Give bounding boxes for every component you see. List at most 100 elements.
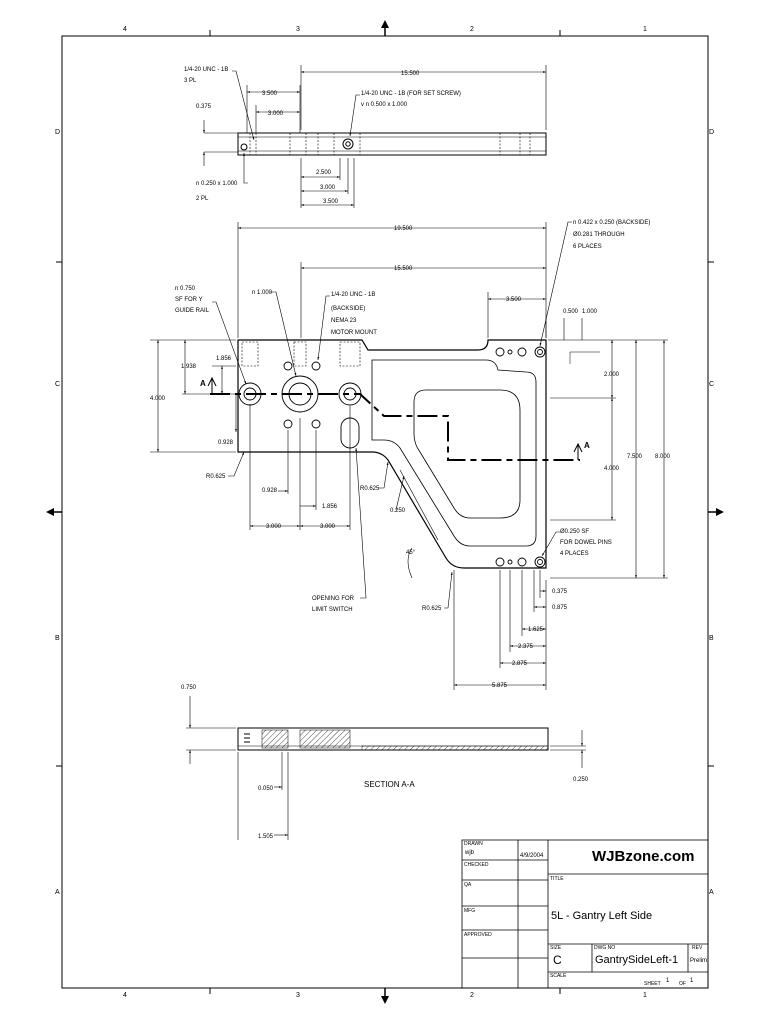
zone-row-right-b: B — [709, 635, 714, 642]
tb-company: WJBzone.com — [592, 848, 695, 865]
dim-1625: 1.625 — [528, 627, 544, 633]
callout-motor-3: NEMA 23 — [331, 318, 357, 324]
tb-drawn-label: DRAWN — [464, 841, 483, 847]
title-block-grid — [461, 839, 709, 989]
zone-col-bottom-1: 1 — [643, 992, 647, 999]
callout-motor-1: 1/4-20 UNC - 1B — [331, 292, 375, 298]
callout-bore: n 1.000 — [252, 290, 273, 296]
tb-title-label: TITLE — [550, 876, 564, 882]
dim-1856b: 1.856 — [322, 504, 338, 510]
section-marker-right: A — [584, 441, 590, 450]
callout-motor-4: MOTOR MOUNT — [331, 330, 377, 336]
center-mark-bottom — [381, 996, 389, 1004]
top-view-part-outline — [203, 120, 547, 166]
callout-holes-1: n 0.422 x 0.250 (BACKSIDE) — [573, 220, 650, 226]
callout-holes-3: 6 PLACES — [573, 244, 602, 250]
dim-0375: 0.375 — [552, 589, 568, 595]
top-dim-c: 2.500 — [316, 170, 332, 176]
zone-row-left-d: D — [55, 129, 60, 136]
zone-labels: 4 3 2 1 4 3 2 1 D C B A D C B A — [55, 26, 714, 999]
top-callout-thread-qty: 3 PL — [184, 78, 197, 84]
callout-dowel-1: Ø0.250 SF — [560, 529, 589, 535]
section-arrows — [207, 376, 583, 460]
center-mark-left — [46, 508, 54, 516]
callout-switch-2: LIMIT SWITCH — [312, 607, 353, 613]
top-callout-setscrew: 1/4-20 UNC - 1B (FOR SET SCREW) — [361, 91, 461, 97]
dim-r0625c: R0.625 — [422, 606, 442, 612]
dim-45: 45° — [406, 550, 416, 556]
callout-switch-1: OPENING FOR — [312, 596, 355, 602]
section-dim-0250: 0.250 — [573, 777, 589, 783]
zone-col-bottom-4: 4 — [123, 992, 127, 999]
front-view-inner-cutout — [413, 389, 521, 519]
zone-row-left-a: A — [55, 889, 60, 896]
top-callout-hole: n 0.250 x 1.000 — [196, 181, 238, 187]
tb-sheet-total: 1 — [690, 978, 694, 984]
callout-holes-2: Ø0.281 THROUGH — [573, 232, 625, 238]
dim-r0625b: R0.625 — [360, 486, 380, 492]
dim-2875: 2.875 — [512, 661, 528, 667]
callout-rail-3: GUIDE RAIL — [175, 308, 210, 314]
tb-size: C — [553, 953, 562, 967]
center-mark-top — [381, 20, 389, 28]
callout-rail-2: SF FOR Y — [175, 297, 203, 303]
tb-drawn-date: 4/9/2004 — [520, 853, 544, 859]
section-view-dimension-lines — [186, 696, 586, 840]
zone-col-top-1: 1 — [643, 26, 647, 33]
tb-checked-label: CHECKED — [464, 862, 489, 868]
tb-qa-label: QA — [464, 882, 472, 888]
zone-row-right-c: C — [709, 381, 714, 388]
tb-rev-label: REV — [692, 945, 703, 951]
section-view: 0.750 0.050 1.505 0.250 SECTION A-A — [181, 685, 589, 840]
front-view-holes — [238, 341, 546, 568]
top-view-dimension-lines — [232, 65, 547, 208]
dim-0928b: 0.928 — [262, 488, 278, 494]
section-dim-0750: 0.750 — [181, 685, 197, 691]
front-view-dimension-lines — [150, 221, 668, 690]
dim-3500: 3.500 — [506, 297, 522, 303]
dim-4000-left: 4.000 — [150, 396, 166, 402]
tb-rev: Prelim — [690, 958, 708, 964]
section-dim-1505: 1.505 — [258, 834, 274, 840]
dim-1856a: 1.856 — [216, 356, 232, 362]
top-dim-e: 3.500 — [323, 199, 339, 205]
dim-8000: 8.000 — [655, 454, 671, 460]
tb-sheet-num: 1 — [666, 978, 670, 984]
callout-dowel-3: 4 PLACES — [560, 551, 589, 557]
center-mark-right — [716, 508, 724, 516]
front-view-part-outline — [237, 339, 547, 569]
dim-0928a: 0.928 — [218, 440, 234, 446]
dim-1938: 1.938 — [181, 364, 197, 370]
zone-col-top-3: 3 — [296, 26, 300, 33]
dim-3000a: 3.000 — [266, 524, 282, 530]
section-title: SECTION A-A — [364, 780, 415, 789]
section-marker-left: A — [200, 379, 206, 388]
section-view-outline — [237, 727, 549, 751]
zone-row-right-a: A — [709, 889, 714, 896]
zone-row-left-c: C — [55, 381, 60, 388]
dim-7500: 7.500 — [627, 454, 643, 460]
zone-col-top-2: 2 — [470, 26, 474, 33]
top-view: 1/4-20 UNC - 1B 3 PL 1/4-20 UNC - 1B (FO… — [184, 65, 547, 208]
top-dim-thk: 0.375 — [196, 104, 212, 110]
callout-motor-2: (BACKSIDE) — [331, 306, 365, 312]
top-dim-overall: 15.500 — [401, 71, 420, 77]
top-dim-d: 3.000 — [320, 185, 336, 191]
section-dim-0050: 0.050 — [258, 786, 274, 792]
zone-col-bottom-2: 2 — [470, 992, 474, 999]
dim-5875: 5.875 — [492, 683, 508, 689]
top-callout-hole-qty: 2 PL — [196, 196, 209, 202]
front-view: A A — [150, 220, 671, 690]
dim-0250: 0.250 — [390, 508, 406, 514]
tb-dwg-no-label: DWG NO — [594, 945, 616, 951]
top-callout-setscrew-cbore: v n 0.500 x 1.000 — [361, 102, 408, 108]
callout-rail-1: n 0.750 — [175, 286, 196, 292]
tb-drawn-by: wjb — [465, 850, 475, 856]
tb-of-label: OF — [679, 981, 686, 987]
dim-19500: 19.500 — [394, 226, 413, 232]
tb-dwg-no: GantrySideLeft-1 — [595, 954, 679, 966]
tb-title: 5L - Gantry Left Side — [551, 910, 653, 922]
top-dim-a: 3.500 — [262, 91, 278, 97]
tb-scale-label: SCALE — [550, 973, 567, 979]
